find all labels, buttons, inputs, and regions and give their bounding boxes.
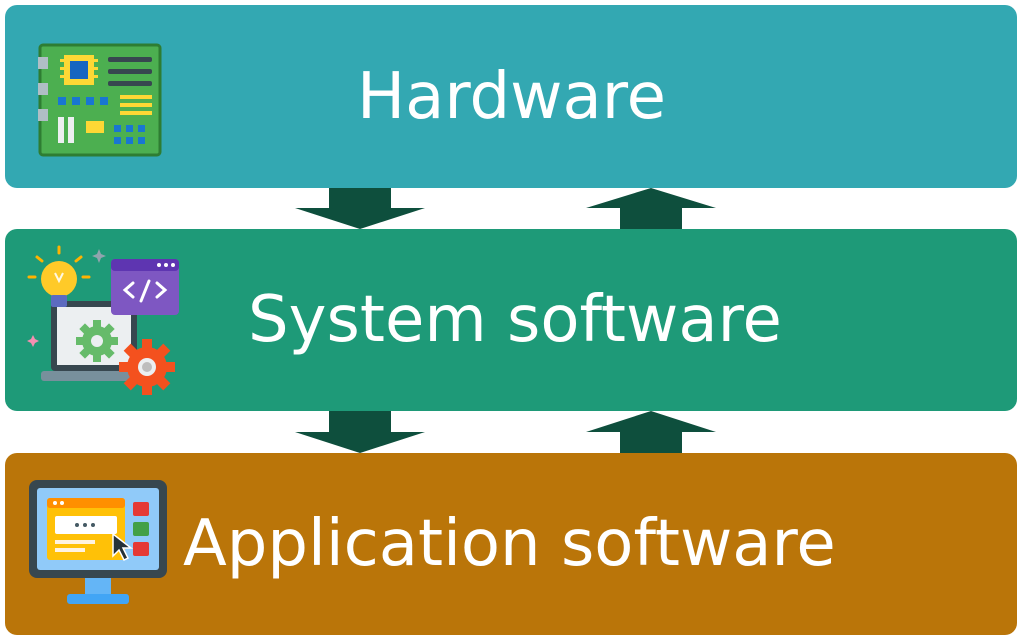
down-arrow-system-to-application <box>295 411 425 453</box>
circuit-board-icon <box>38 43 162 157</box>
hardware-layer: Hardware <box>5 5 1017 188</box>
settings-code-icon <box>25 245 185 397</box>
up-arrow-system-to-hardware <box>586 188 716 229</box>
application-software-layer: Application software <box>5 453 1017 635</box>
down-arrow-hardware-to-system <box>295 188 425 229</box>
hardware-label: Hardware <box>357 59 666 134</box>
system-software-layer: System software <box>5 229 1017 411</box>
system-software-label: System software <box>248 283 782 357</box>
up-arrow-application-to-system <box>586 411 716 453</box>
app-window-monitor-icon <box>27 478 169 608</box>
application-software-label: Application software <box>183 507 836 581</box>
